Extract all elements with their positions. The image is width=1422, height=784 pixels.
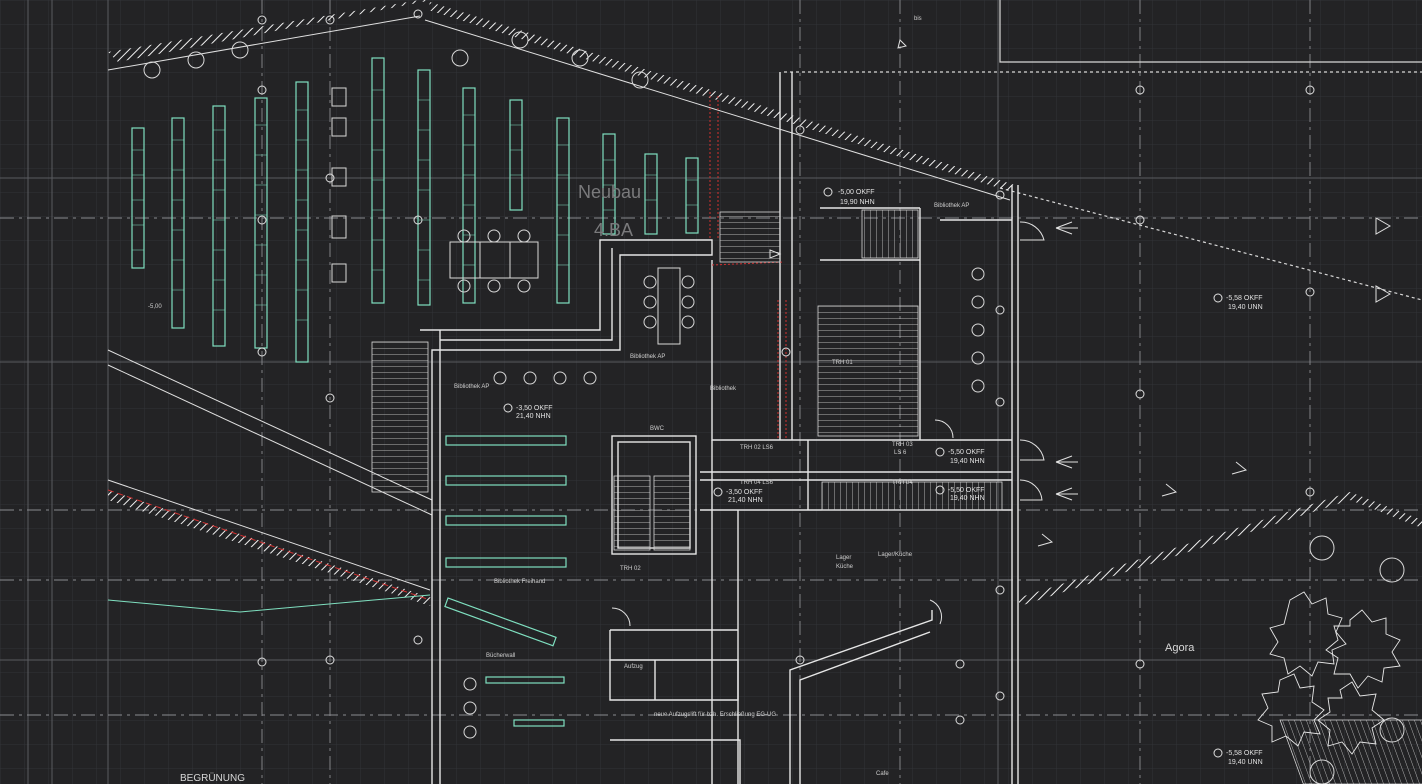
stairs [371, 209, 1422, 784]
level-okff: -5,50 OKFF [948, 449, 985, 456]
bis-label: bis [914, 16, 922, 22]
bibliothek-ap3-label: Bibliothek AP [934, 203, 969, 209]
red-lines [709, 92, 787, 440]
level-nhn: 19,40 UNN [1228, 304, 1263, 311]
lager-kueche-label: Lager/Küche [878, 552, 913, 558]
trh01-label: TRH 01 [832, 360, 853, 366]
trees [1257, 591, 1401, 755]
level-marker: -5,58 OKFF 19,40 UNN [1213, 748, 1263, 766]
neubau-label: Neubau [578, 182, 641, 202]
trh04-label: TRH 04 [892, 480, 913, 486]
neuer-aufzug-label: neue Aufzugslift für bzh. Erschließung E… [654, 712, 776, 718]
level-nhn: 19,40 UNN [1228, 759, 1263, 766]
lager-label: Lager [836, 555, 851, 561]
trh04-ls6-label: TRH 04 LS6 [740, 480, 774, 486]
level-nhn: 21,40 NHN [516, 413, 551, 420]
aufzug-label: Aufzug [624, 664, 643, 670]
begruenung-label: BEGRÜNUNG [180, 772, 245, 784]
columns [257, 9, 1315, 725]
level-okff: -5,00 OKFF [838, 189, 875, 196]
trh03-label: TRH 03 [892, 442, 913, 448]
level-okff: -3,50 OKFF [516, 405, 553, 412]
facade-southwest [107, 349, 433, 613]
level-marker: -5,50 OKFF 19,40 NHN [935, 485, 985, 502]
bwc-label: BWC [650, 426, 665, 432]
trh02-ls6-label: TRH 02 LS6 [740, 445, 774, 451]
bibliothek-label: Bibliothek [710, 386, 737, 392]
level-marker: -5,00 OKFF 19,90 NHN [823, 187, 875, 206]
agora-label: Agora [1165, 642, 1195, 654]
level-marker: -3,50 OKFF 21,40 NHN [503, 403, 553, 420]
cafe-label: Cafe [876, 771, 889, 777]
kueche-label: Küche [836, 564, 854, 570]
bibliothek-ap2-label: Bibliothek AP [630, 354, 665, 360]
level-nhn: 19,90 NHN [840, 199, 875, 206]
level-okff: -5,58 OKFF [1226, 750, 1263, 757]
level-okff: -5,58 OKFF [1226, 295, 1263, 302]
arrows [769, 39, 1392, 547]
trh02-label: TRH 02 [620, 566, 641, 572]
side-level-label: -5,00 [148, 304, 162, 310]
bibliothek-freihand-label: Bibliothek Freihand [494, 579, 545, 585]
level-okff: -5,50 OKFF [948, 487, 985, 494]
level-marker: -5,58 OKFF 19,40 UNN [1213, 293, 1263, 311]
site-outline [784, 0, 1422, 301]
level-nhn: 21,40 NHN [728, 497, 763, 504]
ls6-label: LS 6 [894, 450, 907, 456]
level-nhn: 19,40 NHN [950, 495, 985, 502]
doors [611, 221, 1045, 627]
shelf-dividers [132, 89, 698, 321]
buecherwall-label: Bücherwall [486, 653, 515, 659]
bauabschnitt-label: 4.BA [594, 220, 633, 240]
furniture [143, 31, 1405, 784]
level-okff: -3,50 OKFF [726, 489, 763, 496]
level-marker: -3,50 OKFF 21,40 NHN [713, 487, 763, 504]
bibliothek-ap1-label: Bibliothek AP [454, 384, 489, 390]
level-marker: -5,50 OKFF 19,40 NHN [935, 447, 985, 465]
level-nhn: 19,40 NHN [950, 458, 985, 465]
